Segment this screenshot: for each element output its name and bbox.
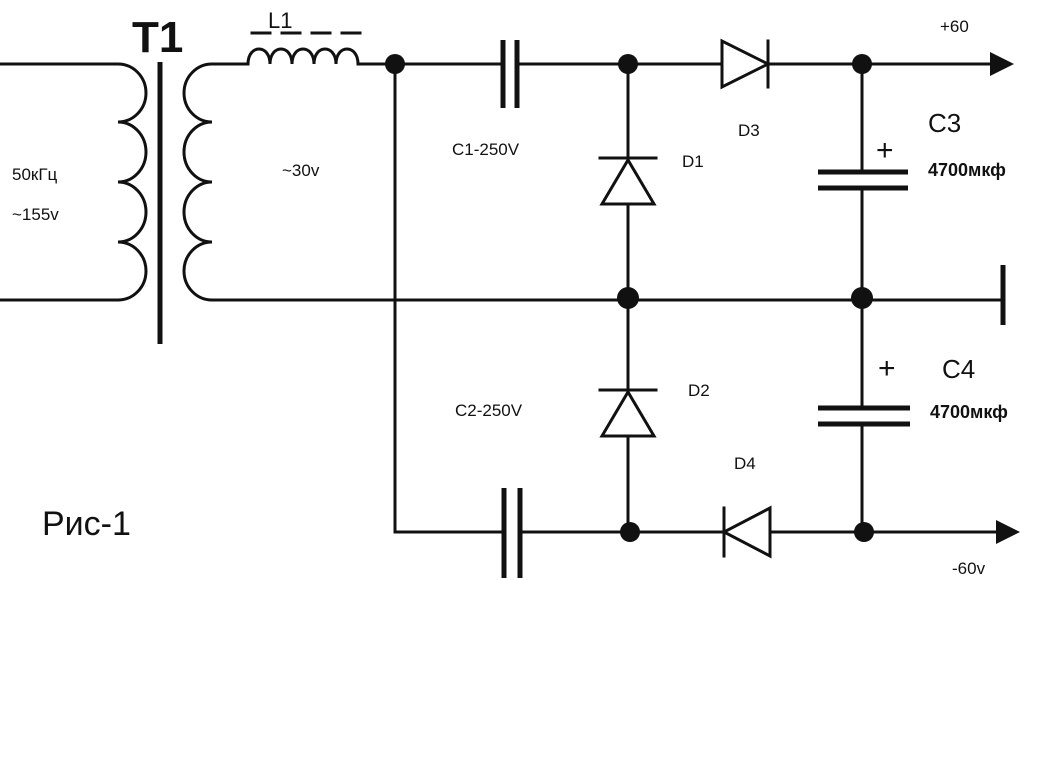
label-c1: C1-250V bbox=[452, 140, 520, 159]
c3-plus-sign: + bbox=[876, 134, 894, 167]
left-bus-wire bbox=[393, 62, 502, 534]
label-l1: L1 bbox=[268, 8, 292, 33]
label-c4: C4 bbox=[942, 354, 975, 384]
label-secondary-volt: ~30v bbox=[282, 161, 320, 180]
label-d2: D2 bbox=[688, 381, 710, 400]
label-pos-output: +60 bbox=[940, 17, 969, 36]
label-neg-output: -60v bbox=[952, 559, 986, 578]
label-c3-value: 4700мкф bbox=[928, 160, 1006, 180]
label-c2: C2-250V bbox=[455, 401, 523, 420]
inductor-l1 bbox=[246, 31, 394, 66]
label-d1: D1 bbox=[682, 152, 704, 171]
diode-d1 bbox=[598, 156, 658, 206]
capacitor-c2 bbox=[501, 488, 523, 578]
label-primary-freq: 50кГц bbox=[12, 165, 58, 184]
arrow-pos-output bbox=[990, 52, 1014, 76]
diode-d3 bbox=[720, 38, 772, 90]
label-primary-volt: ~155v bbox=[12, 205, 59, 224]
label-d4: D4 bbox=[734, 454, 756, 473]
capacitor-c4 bbox=[818, 405, 910, 427]
diode-d4 bbox=[720, 505, 772, 559]
label-t1: T1 bbox=[132, 13, 183, 62]
label-d3: D3 bbox=[738, 121, 760, 140]
arrow-neg-output bbox=[996, 520, 1020, 544]
label-c4-value: 4700мкф bbox=[930, 402, 1008, 422]
junction-dots bbox=[385, 54, 874, 542]
transformer-primary-winding bbox=[0, 62, 148, 302]
figure-label: Рис-1 bbox=[42, 505, 131, 543]
c4-plus-sign: + bbox=[878, 352, 896, 385]
label-c3: C3 bbox=[928, 108, 961, 138]
transformer-secondary-winding bbox=[182, 62, 632, 302]
capacitor-c3 bbox=[818, 169, 908, 191]
capacitor-c1 bbox=[500, 40, 520, 108]
diode-d2 bbox=[598, 388, 658, 438]
